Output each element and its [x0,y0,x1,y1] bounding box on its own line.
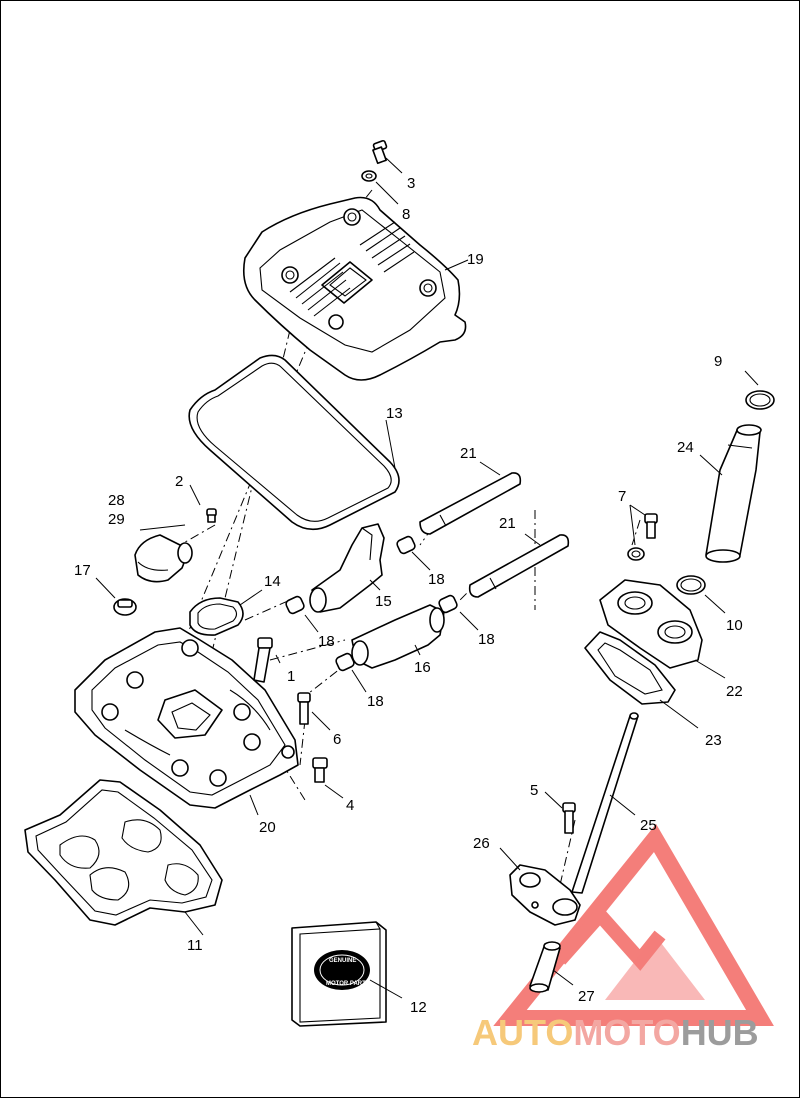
part-25-pushrod [571,712,639,894]
callout-11: 11 [187,937,203,954]
callout-7: 7 [618,488,626,505]
part-17-plug [113,598,137,616]
part-24-tube [705,424,762,563]
part-19-rocker-cover [242,196,467,381]
part-28-29-breather [134,534,193,583]
callout-12: 12 [410,999,427,1016]
part-6-bolt [297,692,311,725]
callout-18-c: 18 [478,631,495,648]
part-12-book [291,921,387,1027]
part-9-oring [745,390,775,410]
callout-2: 2 [175,473,183,490]
callout-9: 9 [714,353,722,370]
callout-5: 5 [530,782,538,799]
part-21-shafts [419,472,570,598]
callout-25: 25 [640,817,657,834]
callout-28: 28 [108,492,125,509]
part-10-oring [676,575,706,595]
part-11-gasket [24,779,223,926]
part-16-rocker-arm [351,604,445,669]
callout-17: 17 [74,562,91,579]
watermark-part-hub: HUB [681,1012,759,1053]
part-15-rocker-arm [309,523,385,613]
watermark-part-auto: AUTO [472,1012,573,1053]
callout-1: 1 [287,668,295,685]
part-14-seal [189,597,244,636]
callout-23: 23 [705,732,722,749]
callout-3: 3 [407,175,415,192]
part-7-screw-washer [627,513,658,561]
callout-6: 6 [333,731,341,748]
callout-19: 19 [467,251,484,268]
book-label-bottom: MOTOR PARTS [326,981,370,987]
callout-24: 24 [677,439,694,456]
part-26-lifter-block [509,864,581,926]
callout-22: 22 [726,683,743,700]
callout-numbers: 3 8 19 13 2 28 29 17 14 1 6 4 20 11 12 1… [74,175,743,1016]
part-23-gasket [584,631,676,705]
part-3-screw [372,139,388,165]
callout-4: 4 [346,797,354,814]
logo-inner-stroke [554,904,666,971]
watermark-part-moto: MOTO [573,1012,680,1053]
callout-18-a: 18 [318,633,335,650]
watermark-text: AUTOMOTOHUB [472,1012,759,1053]
callout-8: 8 [402,206,410,223]
callout-13: 13 [386,405,403,422]
part-20-rocker-housing [74,627,299,809]
book-label-top: GENUINE [329,958,356,964]
callout-15: 15 [375,593,392,610]
part-27-lifter [529,941,561,993]
callout-27: 27 [578,988,595,1005]
callout-29: 29 [108,511,125,528]
callout-10: 10 [726,617,743,634]
part-8-washer [361,170,377,182]
part-18-bushings [285,535,458,672]
callout-21-b: 21 [499,515,516,532]
callout-26: 26 [473,835,490,852]
part-5-screw [562,802,576,834]
part-4-bolt [312,757,328,783]
part-2-screw [206,508,217,523]
logo-inner-triangle [605,935,705,1000]
callout-16: 16 [414,659,431,676]
part-22-lifter-cover [599,579,703,669]
callout-18-d: 18 [367,693,384,710]
callout-21-a: 21 [460,445,477,462]
part-1-bolt [253,637,273,683]
leader-lines [95,157,759,999]
callout-18-b: 18 [428,571,445,588]
callout-20: 20 [259,819,276,836]
automotohub-logo [493,823,774,1026]
callout-14: 14 [264,573,281,590]
part-13-gasket [188,354,400,531]
